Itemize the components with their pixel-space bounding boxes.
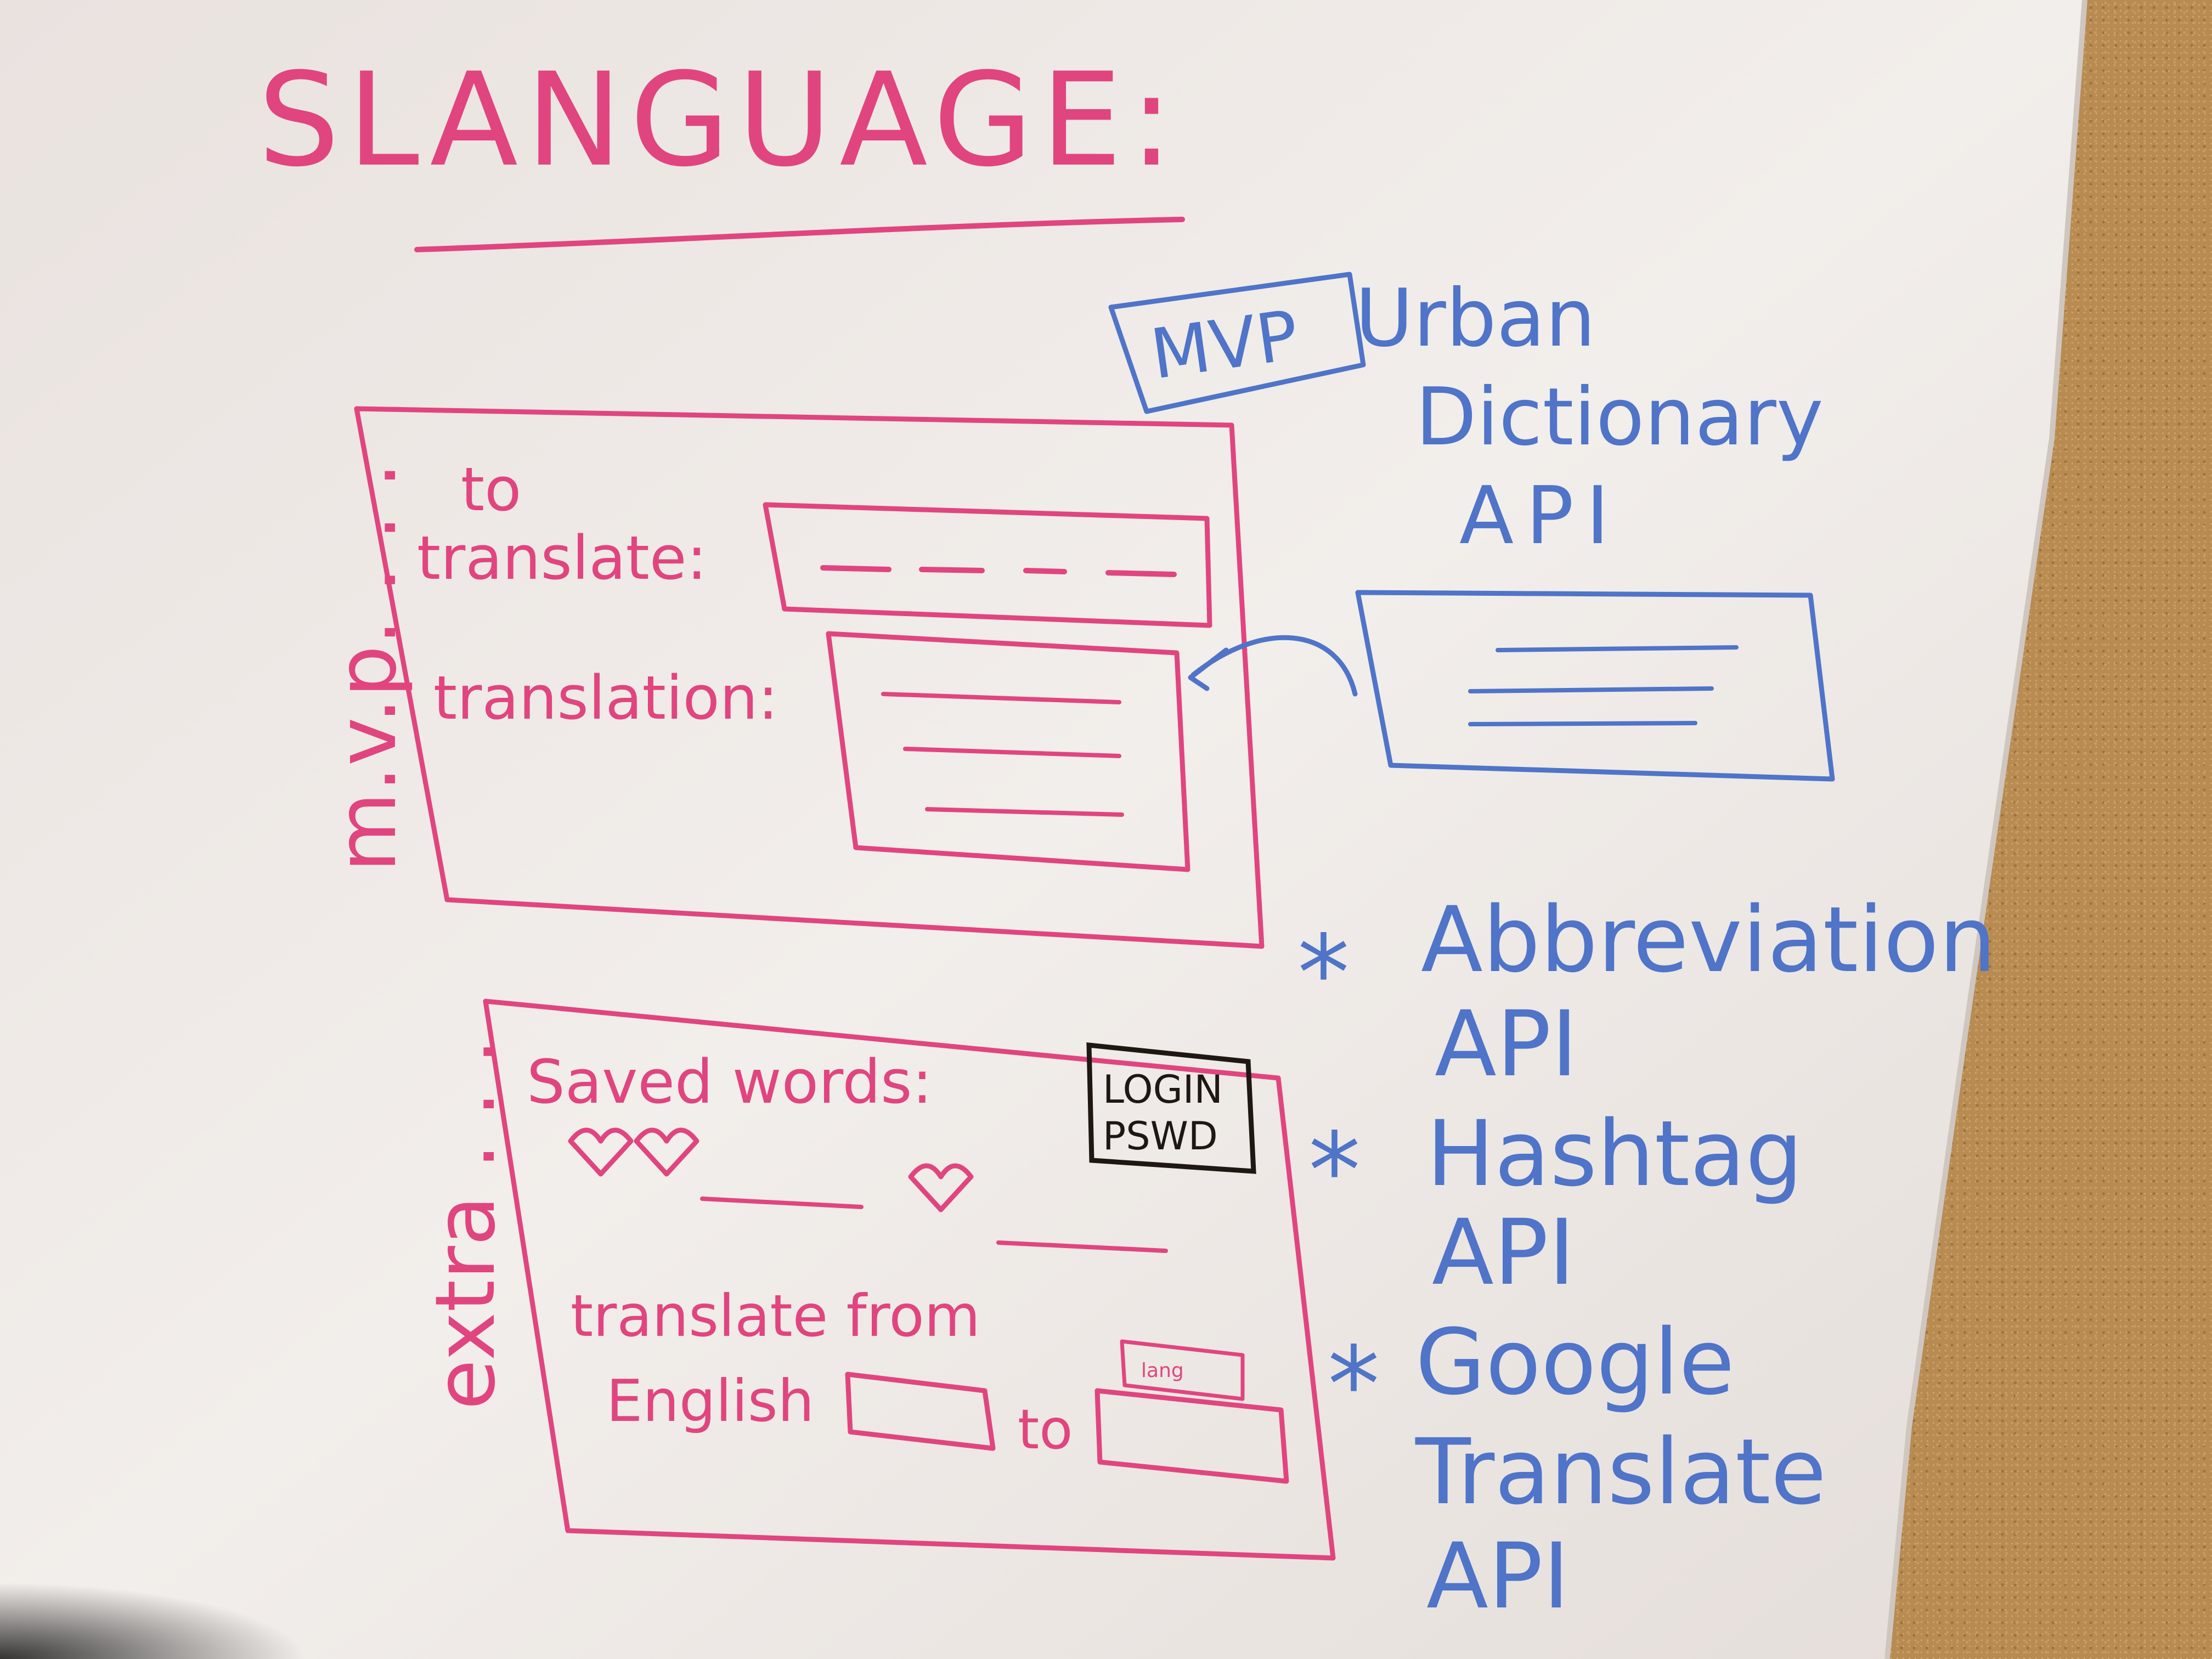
hashtag-api-line: Hashtag — [1426, 1101, 1803, 1206]
to-label: to — [461, 454, 521, 524]
hashtag-api-line: API — [1432, 1200, 1575, 1305]
saved-word-slot — [700, 1197, 864, 1209]
api-bullet: * — [1308, 1110, 1361, 1232]
login-label: LOGIN — [1103, 1067, 1223, 1112]
title-underline — [414, 217, 1185, 252]
to-language-label: to — [1018, 1397, 1073, 1462]
translate-input-placeholder-dashes — [820, 565, 1177, 577]
translate-label: translate: — [417, 523, 707, 593]
api-bullet: * — [1328, 1324, 1380, 1446]
urban-api-line: Dictionary — [1415, 371, 1824, 464]
whiteboard-edge — [1884, 0, 2087, 1659]
abbreviation-api-line: API — [1435, 991, 1578, 1097]
pswd-label: PSWD — [1103, 1114, 1218, 1159]
google-translate-api-line: API — [1426, 1523, 1570, 1629]
google-translate-api-line: Google — [1415, 1310, 1735, 1415]
mvp-panel-frame — [354, 406, 1265, 949]
english-label: English — [606, 1368, 814, 1435]
saved-word-slot — [996, 1240, 1168, 1253]
mvp-section-label: m.v.p. . . . — [319, 462, 415, 872]
abbreviation-api-line: Abbreviation — [1421, 887, 1996, 992]
api-bullet: * — [1297, 913, 1350, 1034]
saved-word-heart-icon[interactable] — [568, 1127, 699, 1177]
extra-section-label: extra . . . — [418, 1039, 514, 1410]
extra-panel-frame — [483, 998, 1336, 1561]
translate-from-label: translate from — [571, 1283, 980, 1350]
api-response-box — [1355, 590, 1835, 782]
translation-output-box — [826, 631, 1190, 872]
translation-label: translation: — [433, 663, 778, 733]
target-language-box[interactable] — [1094, 1388, 1289, 1484]
api-response-lines — [1468, 645, 1739, 726]
login-box[interactable] — [1086, 1042, 1256, 1174]
saved-words-label: Saved words: — [527, 1047, 933, 1117]
translation-output-lines — [881, 692, 1124, 817]
source-language-box[interactable] — [845, 1372, 996, 1451]
target-language-dropdown-tab[interactable] — [1120, 1339, 1245, 1401]
mvp-badge-frame — [1108, 272, 1366, 414]
google-translate-api-line: Translate — [1415, 1419, 1826, 1525]
title-text: SLANGUAGE: — [258, 46, 1181, 195]
translate-input-field[interactable] — [763, 502, 1212, 628]
saved-word-heart-icon[interactable] — [908, 1163, 974, 1212]
urban-api-line: API — [1459, 470, 1621, 562]
arrow-icon — [1188, 635, 1358, 697]
dropdown-tab-label: lang — [1141, 1359, 1184, 1382]
urban-api-line: Urban — [1355, 272, 1596, 365]
corner-shadow — [0, 1582, 307, 1659]
